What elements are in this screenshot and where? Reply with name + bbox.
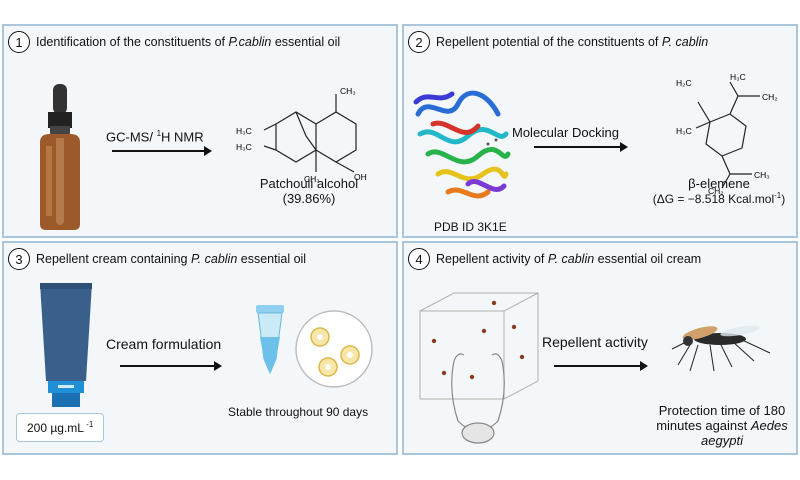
panel-repellent-activity: 4 Repellent activity of P. cablin essent… [402,241,798,455]
patchouli-alcohol-structure: H₃C H₃C CH₃ CH₃ OH [236,86,367,184]
step-number-3: 3 [8,248,30,270]
panel-identification: 1 Identification of the constituents of … [2,24,398,238]
panel-2-title: Repellent potential of the constituents … [436,35,709,49]
panel-1-title: Identification of the constituents of P.… [36,35,341,49]
atom-label-h3c-1: H₃C [730,72,746,82]
panel-repellent-cream: 3 Repellent cream containing P. cablin e… [2,241,398,455]
panel-repellent-potential: 2 Repellent potential of the constituent… [402,24,798,238]
method-label-formulation: Cream formulation [106,336,222,352]
atom-label-h3c-1: H₃C [236,126,252,136]
panel-3-title: Repellent cream containing P. cablin ess… [36,252,307,266]
atom-label-ch3-bottom: CH₃ [304,174,320,184]
stability-label: Stable throughout 90 days [228,405,369,419]
step-number-4: 4 [408,248,430,270]
atom-label-ch3-top: CH₃ [340,86,356,96]
microcentrifuge-tube-icon [256,305,284,375]
method-label-docking: Molecular Docking [512,125,619,140]
pdb-id-label: PDB ID 3K1E [434,220,507,234]
arrow-1 [112,146,212,156]
dose-badge: 200 µg.mL -1 [16,413,105,442]
step-number-1: 1 [8,31,30,53]
atom-label-ch2-2: CH₂ [708,186,724,196]
method-label-activity: Repellent activity [542,334,648,350]
protection-time-result: Protection time of 180 minutes against A… [656,403,788,448]
arrow-3 [120,361,222,371]
compound-beta-elemene: β-elemene (ΔG = −8.518 Kcal.mol-1) [652,176,786,206]
panel-3-header: 3 Repellent cream containing P. cablin e… [8,248,306,270]
emulsion-droplets-view [295,310,373,388]
panel-2-header: 2 Repellent potential of the constituent… [408,31,708,53]
atom-label-h2c-1: H₂C [676,78,692,88]
dropper-bottle-icon [40,84,80,230]
method-label-gcms: GC-MS/ 1H NMR [106,129,204,145]
atom-label-ch2-1: CH₂ [762,92,778,102]
atom-label-oh: OH [354,172,367,182]
arrow-4 [554,361,648,371]
atom-label-ch3: CH₃ [754,170,770,180]
compound-patchouli: Patchouli alcohol (39.86%) [259,176,359,206]
protein-structure-icon [413,90,511,199]
panel-4-title: Repellent activity of P. cablin essentia… [436,252,702,266]
mosquito-cage-icon [419,292,539,444]
mosquito-icon [671,325,771,372]
cream-tube-icon [40,283,92,407]
atom-label-h3c-2: H₃C [676,126,692,136]
step-number-2: 2 [408,31,430,53]
panel-4-header: 4 Repellent activity of P. cablin essent… [408,248,701,270]
panel-1-header: 1 Identification of the constituents of … [8,31,340,53]
beta-elemene-structure: H₂C H₃C CH₂ H₃C CH₃ CH₂ [676,72,778,196]
arrow-2 [534,142,628,152]
atom-label-h3c-2: H₃C [236,142,252,152]
